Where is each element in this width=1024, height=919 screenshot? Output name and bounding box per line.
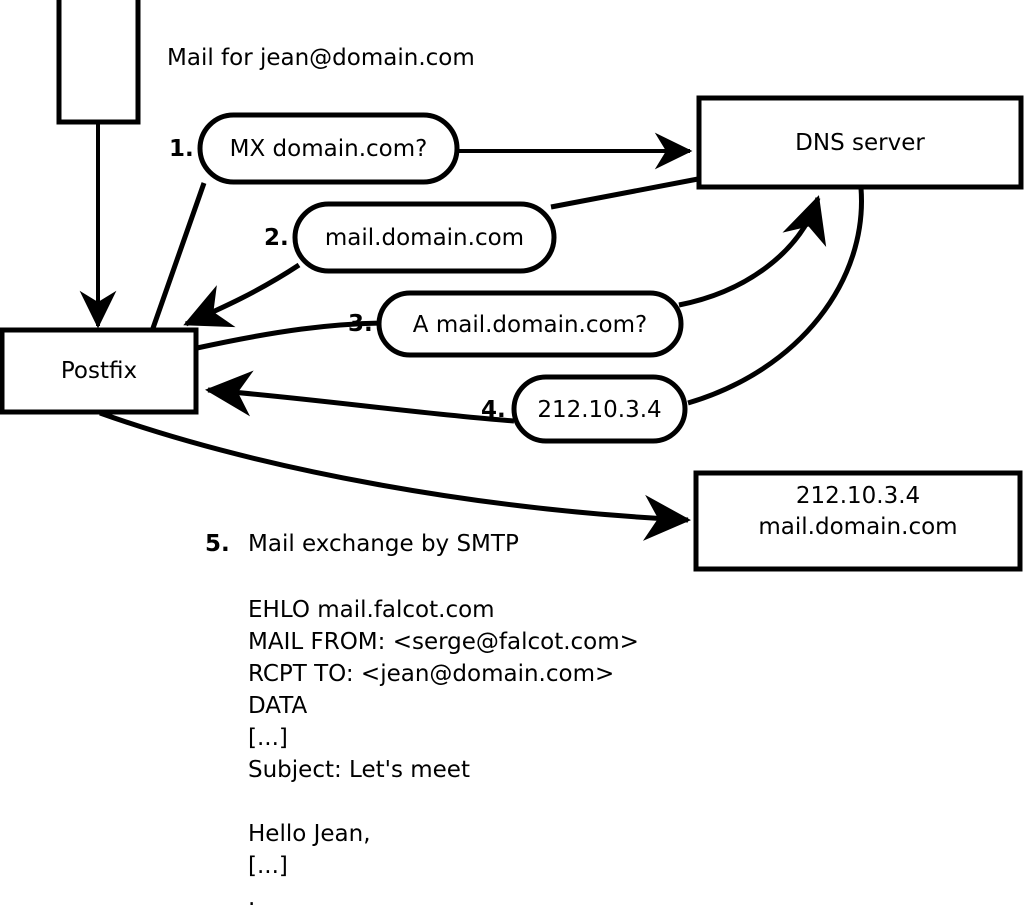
smtp-transcript-line: [...] <box>248 853 288 879</box>
node-dns-server <box>696 95 1024 190</box>
smtp-transcript-line: EHLO mail.falcot.com <box>248 597 495 623</box>
connector-postfix-to-mailserver <box>99 410 691 541</box>
step-1-number: 1. <box>169 136 194 162</box>
smtp-transcript-line: MAIL FROM: <serge@falcot.com> <box>248 629 639 655</box>
node-remote-mail-server <box>693 470 1023 572</box>
node-postfix <box>0 327 199 415</box>
step-3-number: 3. <box>348 311 373 337</box>
connector-step3-to-dns <box>678 195 827 308</box>
connector-step2-to-postfix <box>183 262 301 328</box>
smtp-transcript-line <box>248 786 639 818</box>
node-mail-client <box>56 0 141 125</box>
smtp-transcript-line: RCPT TO: <jean@domain.com> <box>248 661 615 687</box>
step-4-number: 4. <box>481 397 506 423</box>
bubble-step-4 <box>511 374 688 444</box>
smtp-transcript-line: DATA <box>248 693 308 719</box>
smtp-transcript-line: Hello Jean, <box>248 821 371 847</box>
smtp-transcript-line: [...] <box>248 725 288 751</box>
step-5-number: 5. <box>205 531 230 557</box>
connector-dns-to-step2 <box>550 176 699 210</box>
connector-step4-to-postfix <box>205 370 515 424</box>
connector-postfix-to-step1 <box>149 182 207 332</box>
connector-dns-to-step4 <box>687 187 864 406</box>
bubble-step-1 <box>197 112 460 185</box>
step-5-label: Mail exchange by SMTP <box>248 531 519 557</box>
bubble-step-3 <box>376 290 684 358</box>
connector-postfix-to-step3 <box>196 320 383 351</box>
bubble-step-2 <box>292 201 557 274</box>
smtp-transcript-line: Subject: Let's meet <box>248 757 470 783</box>
mail-for-note: Mail for jean@domain.com <box>167 45 475 71</box>
smtp-transcript-line: . <box>248 885 256 911</box>
step-2-number: 2. <box>264 225 289 251</box>
